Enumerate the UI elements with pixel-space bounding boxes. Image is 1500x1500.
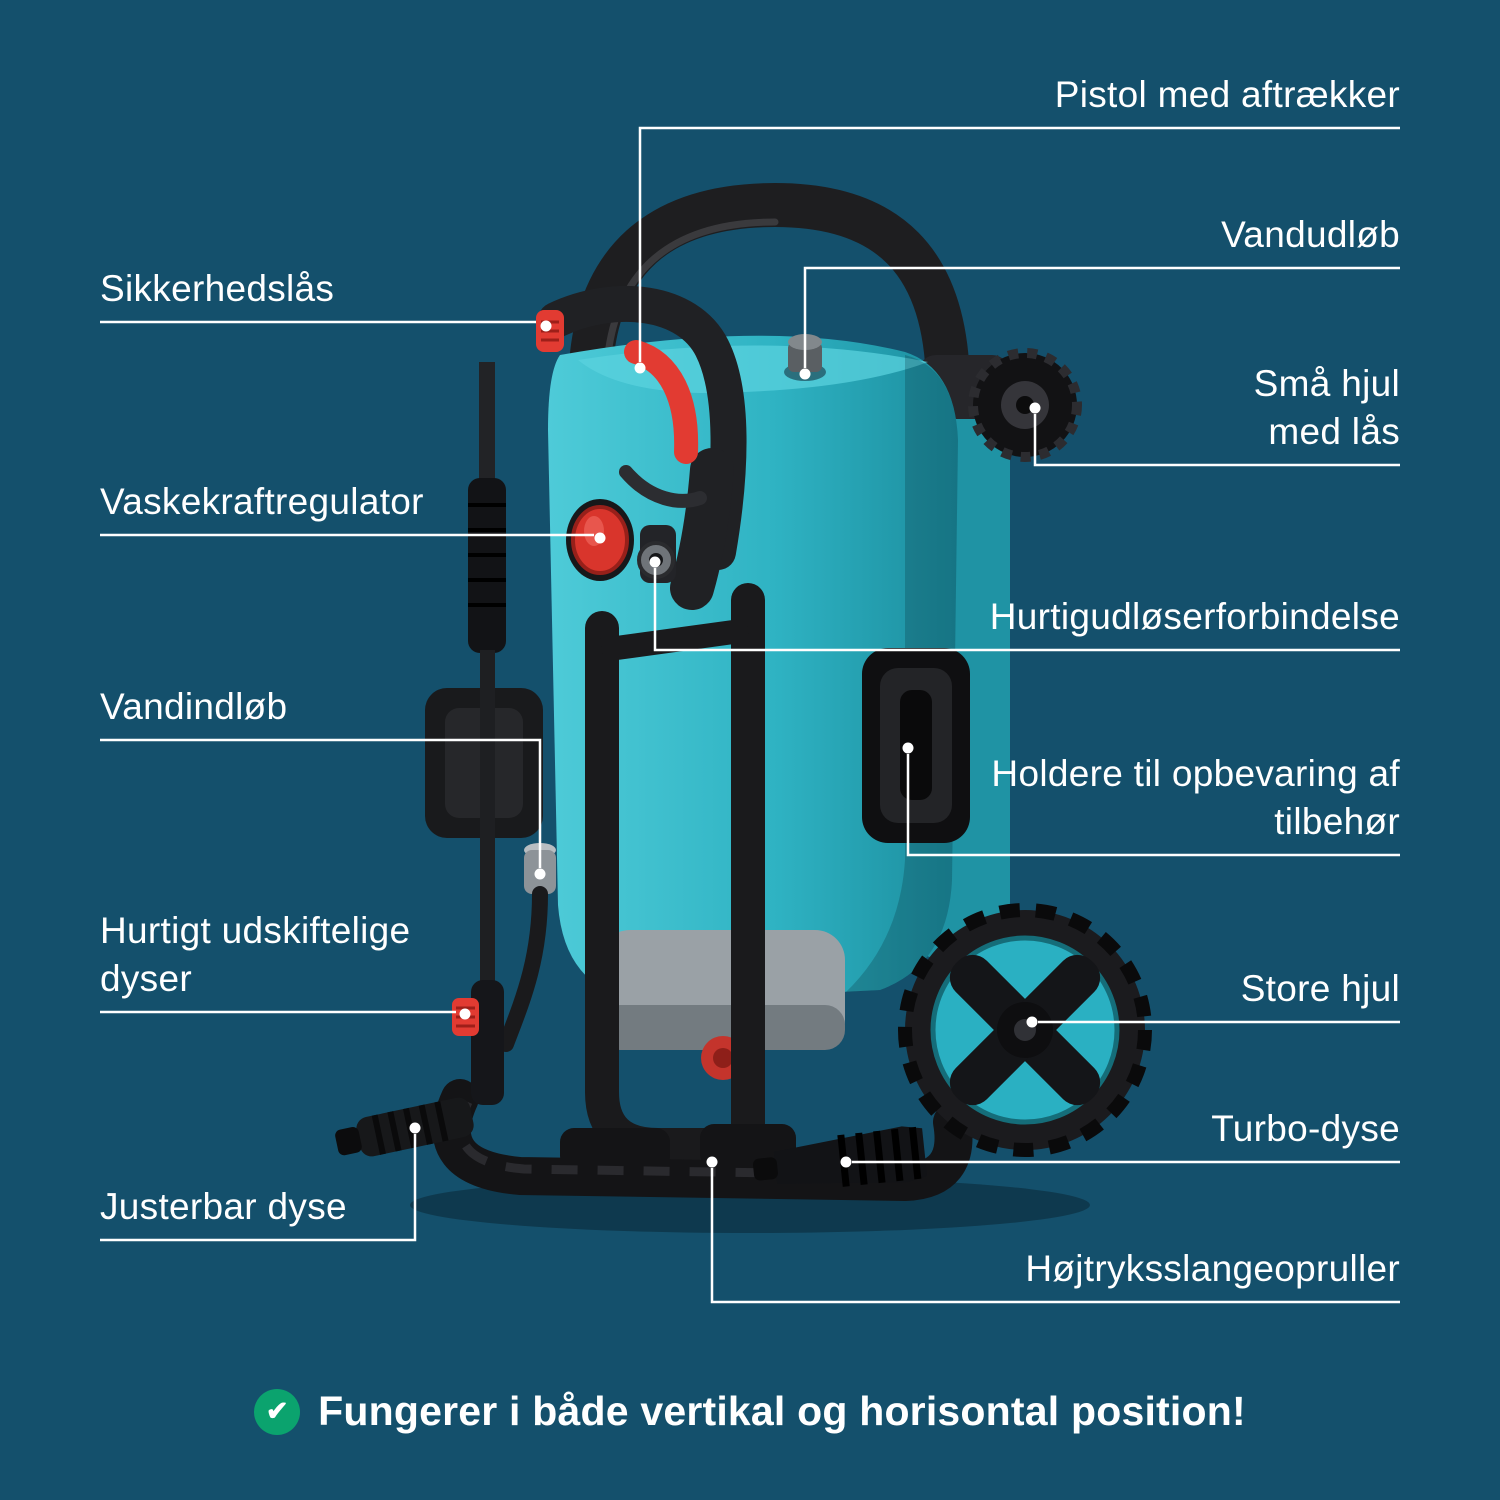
spray-gun [536,285,747,610]
trigger [624,340,699,464]
callout-hose-reel [710,1168,1400,1304]
callout-pistol-trigger [638,126,1400,362]
label-large-wheels: Store hjul [1240,968,1400,1009]
accessory-holder [862,648,970,843]
callout-water-inlet [100,738,542,868]
footer-text: Fungerer i både vertikal og horisontal p… [318,1388,1246,1434]
callout-accessory-holder [906,754,1400,857]
label-quick-release: Hurtigudløserforbindelse [989,596,1400,637]
lance [452,362,506,1105]
label-small-wheels: Små hjul med lås [1253,363,1400,452]
label-adjustable-nozzle: Justerbar dyse [100,1186,347,1227]
label-water-inlet: Vandindløb [100,686,288,727]
label-power-regulator: Vaskekraftregulator [100,481,424,522]
lower-housing [600,930,845,1080]
check-icon: ✔ [254,1388,301,1435]
callout-small-wheels [1033,414,1400,467]
callout-lines [100,126,1400,1304]
callout-water-outlet [803,266,1400,368]
label-quick-change-nozzles: Hurtigt udskiftelige dyser [100,910,411,999]
carry-handle [568,182,970,412]
turbo-nozzle [752,1126,928,1187]
label-water-outlet: Vandudløb [1221,214,1400,255]
callout-dots [409,320,1041,1168]
label-accessory-holder: Holdere til opbevaring af tilbehør [991,753,1400,842]
label-safety-lock: Sikkerhedslås [100,268,335,309]
footer-note: ✔ Fungerer i både vertikal og horisontal… [0,1388,1500,1435]
power-regulator-knob [566,499,634,581]
callout-quick-release [653,568,1400,652]
callout-adjustable-nozzle [100,1134,417,1242]
label-pistol-trigger: Pistol med aftrækker [1054,74,1400,115]
large-wheel [898,903,1152,1157]
label-hose-reel: Højtryksslangeopruller [1025,1248,1400,1289]
label-turbo-nozzle: Turbo-dyse [1211,1108,1400,1149]
